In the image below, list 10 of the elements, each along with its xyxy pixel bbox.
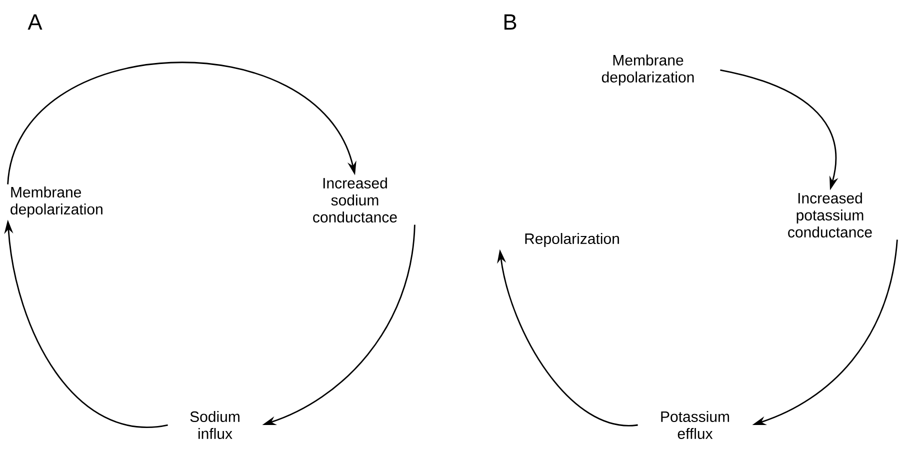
node-label: Membrane depolarization (602, 54, 694, 86)
node-label: Increased sodium conductance (313, 178, 397, 222)
node-label: Potassium efflux (661, 411, 730, 439)
node-label: Sodium influx (190, 411, 240, 439)
node-label: Increased potassium conductance (788, 192, 872, 238)
panel-letter: B (504, 14, 516, 30)
arrow (7, 62, 356, 184)
node-label: Membrane depolarization (10, 186, 102, 218)
panel-letter: A (28, 14, 42, 30)
node-label: Repolarization (525, 233, 619, 247)
